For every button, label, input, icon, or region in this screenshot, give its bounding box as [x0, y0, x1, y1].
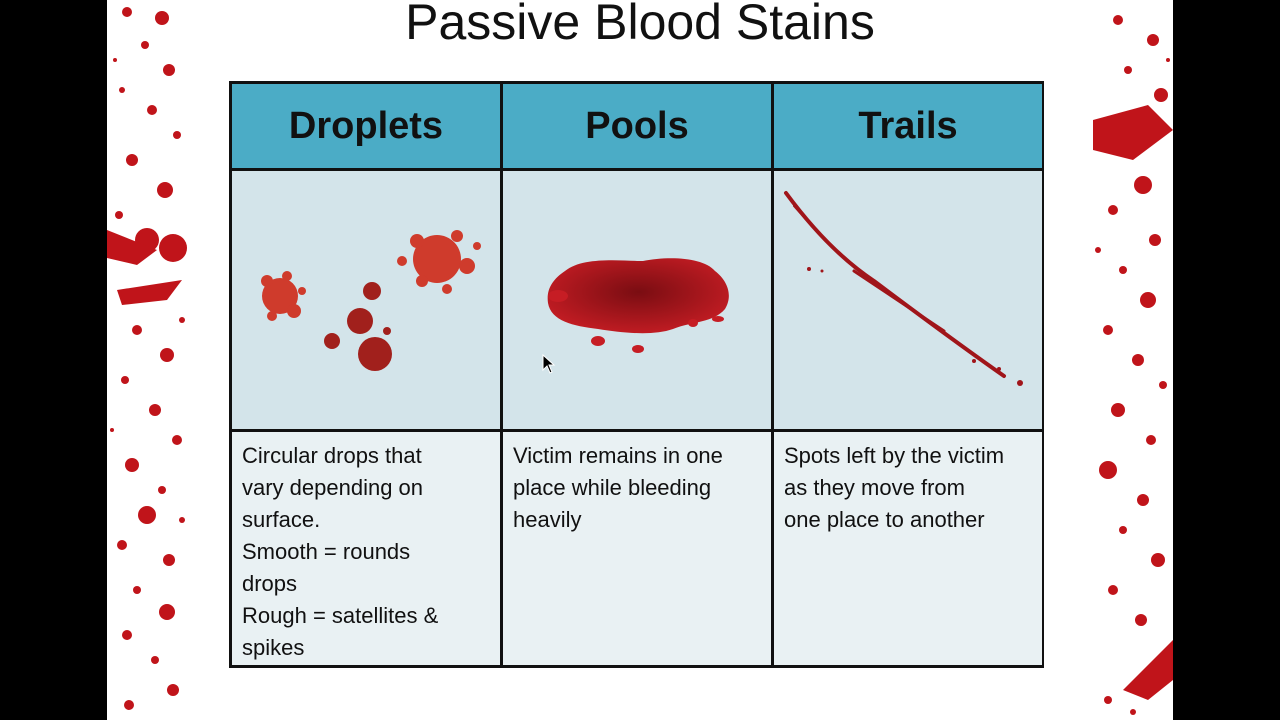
- header-droplets: Droplets: [232, 84, 500, 168]
- trails-line-2: as they move from: [784, 475, 965, 500]
- pools-line-2: place while bleeding: [513, 475, 712, 500]
- pools-image-cell: [503, 171, 771, 429]
- droplets-line-3: surface.: [242, 507, 321, 532]
- blood-splatter-border-right: [1093, 15, 1173, 715]
- header-pools: Pools: [503, 84, 771, 168]
- blood-droplets-image: [261, 230, 481, 371]
- droplets-line-5: drops: [242, 571, 298, 596]
- pools-line-1: Victim remains in one: [513, 443, 723, 468]
- trails-description: Spots left by the victim as they move fr…: [774, 432, 1042, 665]
- droplets-description: Circular drops that vary depending on su…: [232, 432, 500, 665]
- mouse-pointer-icon: [542, 354, 556, 374]
- stain-table: Droplets Pools Trails: [229, 81, 1044, 668]
- droplets-image-cell: [232, 171, 500, 429]
- droplets-line-1: Circular drops that: [242, 443, 422, 468]
- blood-splatter-border-left: [107, 7, 187, 710]
- trails-image-cell: [774, 171, 1042, 429]
- pools-line-3: heavily: [513, 507, 582, 532]
- droplets-line-6: Rough = satellites &: [242, 603, 439, 628]
- droplets-line-4: Smooth = rounds: [242, 539, 411, 564]
- slide-title: Passive Blood Stains: [405, 0, 875, 50]
- droplets-line-7: spikes: [242, 635, 305, 660]
- trails-line-1: Spots left by the victim: [784, 443, 1005, 468]
- slide: Passive Blood Stains Droplets Pools Trai…: [107, 0, 1173, 720]
- blood-trail-image: [784, 191, 1023, 386]
- trails-line-3: one place to another: [784, 507, 985, 532]
- droplets-line-2: vary depending on: [242, 475, 424, 500]
- blood-pool-image: [547, 258, 729, 353]
- pools-description: Victim remains in one place while bleedi…: [503, 432, 771, 665]
- header-trails: Trails: [774, 84, 1042, 168]
